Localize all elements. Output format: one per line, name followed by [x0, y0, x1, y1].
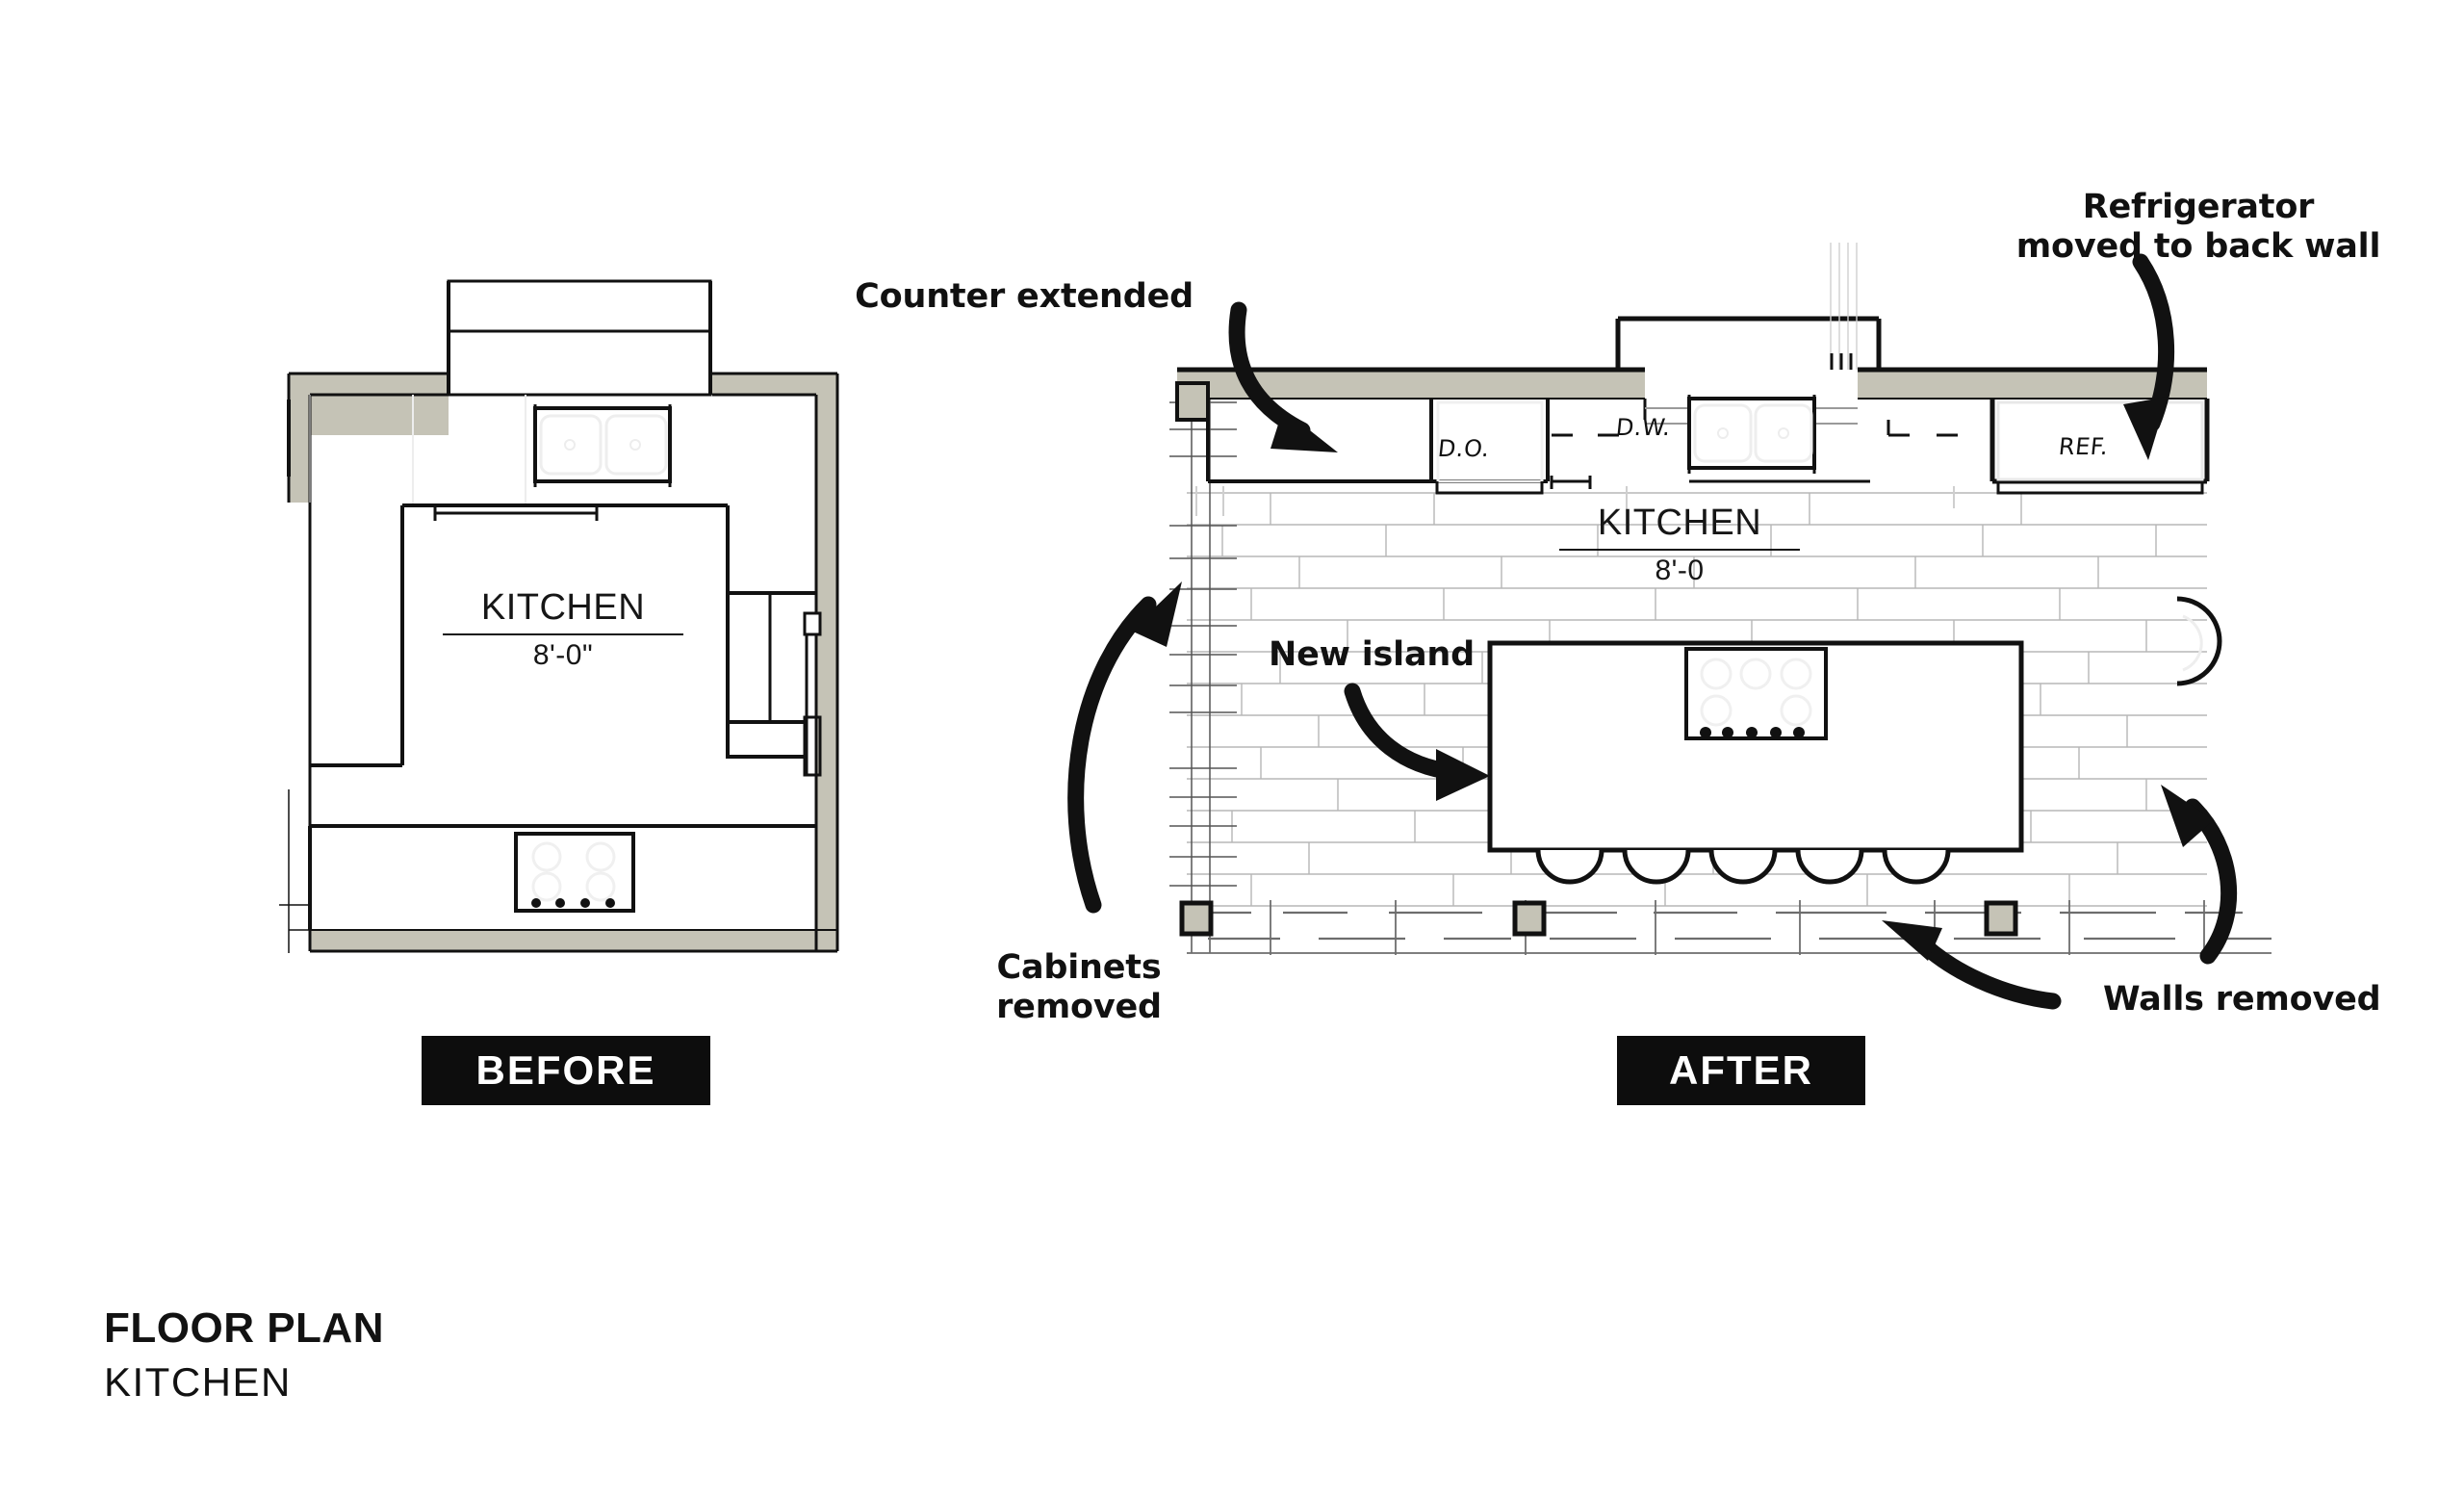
before-right-cabinets	[726, 591, 816, 759]
before-plan	[279, 279, 839, 953]
arrow-refrigerator-moved	[2123, 253, 2175, 460]
annotation-arrows	[1067, 253, 2238, 1010]
after-columns	[1179, 900, 2018, 937]
before-door	[803, 611, 822, 777]
dishwasher-label: D.W.	[1614, 414, 1673, 441]
double-oven-label: D.O.	[1436, 435, 1492, 462]
before-top-bumpout	[447, 279, 712, 397]
sheet-title-main: FLOOR PLAN	[104, 1304, 384, 1352]
before-tag-label: BEFORE	[475, 1047, 656, 1093]
after-island-cooktop	[1684, 647, 1828, 740]
after-room-dimension: 8'-0	[1655, 554, 1705, 586]
after-room-label: KITCHEN 8'-0	[1559, 503, 1800, 586]
before-upper-counter	[309, 395, 526, 505]
before-room-label: KITCHEN 8'-0"	[443, 587, 683, 671]
before-counter-edge	[310, 503, 730, 767]
callout-refrigerator-moved: Refrigerator moved to back wall	[2015, 188, 2381, 267]
before-room-name: KITCHEN	[480, 587, 646, 628]
before-cooktop	[514, 832, 635, 913]
before-lower-counter	[279, 789, 816, 953]
after-upper-cabinet-hairlines	[1195, 486, 1955, 516]
sheet-title-sub: KITCHEN	[104, 1359, 292, 1406]
arrow-walls-removed-right	[2161, 785, 2238, 965]
after-door-swing	[2176, 596, 2222, 686]
sheet-title: FLOOR PLAN KITCHEN	[104, 1304, 384, 1408]
after-tag: AFTER	[1617, 1036, 1865, 1105]
before-sink	[533, 404, 672, 487]
arrow-walls-removed	[1882, 920, 2062, 1010]
arrow-cabinets-removed	[1067, 581, 1182, 914]
before-walls	[287, 372, 839, 953]
after-tag-label: AFTER	[1669, 1047, 1813, 1093]
callout-new-island: New island	[1269, 635, 1475, 674]
after-refrigerator	[1886, 399, 2210, 495]
callout-counter-extended: Counter extended	[855, 277, 1194, 316]
after-room-name: KITCHEN	[1597, 503, 1762, 543]
before-room-dimension: 8'-0"	[532, 638, 594, 671]
after-island-stools	[1535, 849, 1951, 885]
arrow-counter-extended	[1228, 301, 1338, 452]
arrow-new-island	[1344, 683, 1490, 801]
after-room-rule	[1559, 548, 1800, 551]
callout-walls-removed: Walls removed	[2103, 980, 2381, 1019]
after-base-cabinets	[1206, 399, 1870, 495]
callout-cabinets-removed: Cabinets removed	[996, 948, 1162, 1027]
before-room-rule	[443, 632, 683, 635]
after-bottom-wall	[1179, 900, 2272, 955]
after-plan	[1169, 243, 2272, 955]
refrigerator-label: REF.	[2057, 433, 2110, 460]
before-tag: BEFORE	[422, 1036, 710, 1105]
after-sink	[1687, 395, 1816, 474]
after-window-bumpout	[1615, 243, 1882, 370]
after-island	[1487, 640, 2024, 885]
